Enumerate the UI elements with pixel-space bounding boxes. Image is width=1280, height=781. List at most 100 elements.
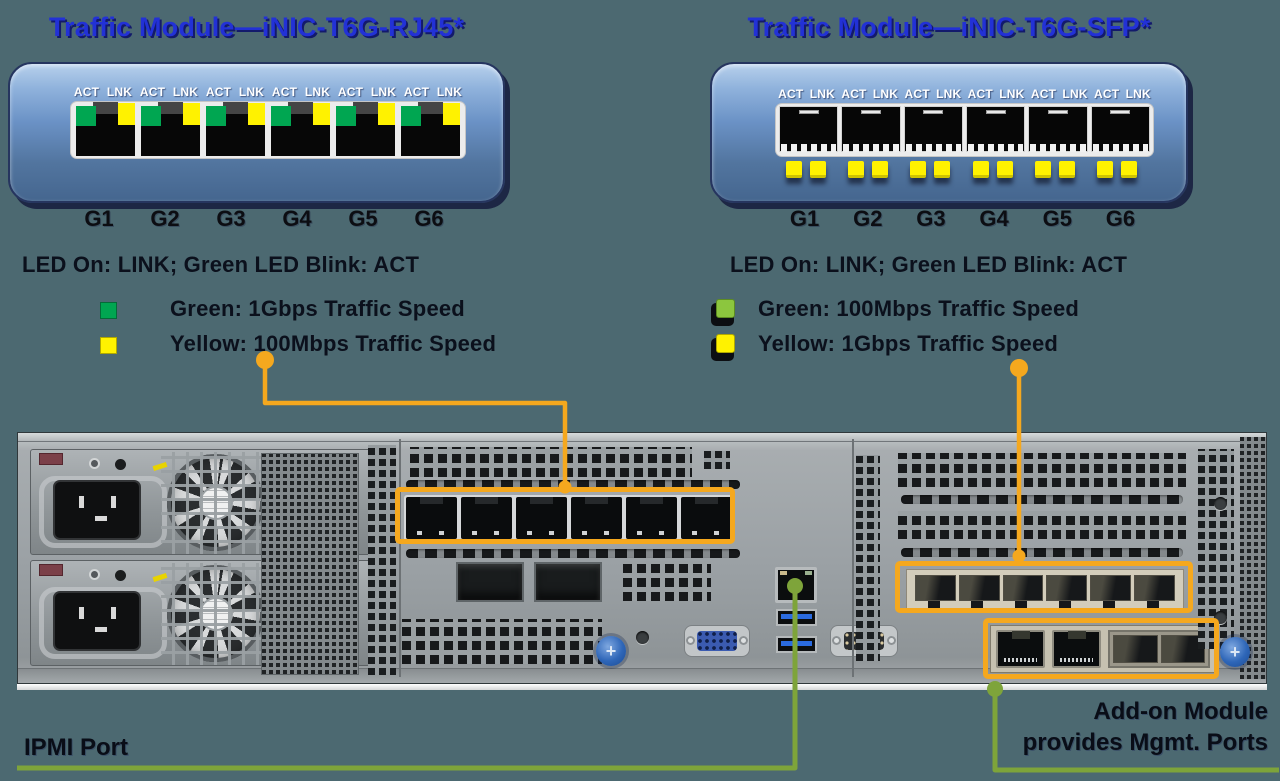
port-name-g2: G2 [150,206,180,231]
photo-sfp-slot [1134,575,1175,608]
led-label-lnk: LNK [172,85,199,99]
led-label-lnk: LNK [872,87,899,101]
slot-vent-row [406,480,740,489]
led-label-pair: ACT LNK [838,87,901,101]
right-module-port-g2 [841,106,901,178]
photo-sfp-slot [958,575,1000,608]
led-label-act: ACT [1094,87,1120,101]
green-act-led [206,106,227,126]
right-module-title: Traffic Module—iNIC-T6G-SFP* [747,12,1151,42]
left-legend-green-text: Green: 1Gbps Traffic Speed [170,296,465,321]
led-label-lnk: LNK [304,85,331,99]
screw-hole [636,631,649,644]
mgmt-sfp-slot [1113,635,1158,663]
yellow-led-tab [972,161,989,178]
port-name-g1: G1 [789,206,820,231]
usb-port-2 [776,636,817,653]
right-module-port-g4 [965,106,1026,178]
led-label-act: ACT [73,85,100,99]
right-module-port-g5 [1028,106,1088,178]
addon-module-label-line2: provides Mgmt. Ports [1022,729,1268,756]
qsfp-cage-pair [456,562,602,602]
sfp-connector-teeth [781,144,837,152]
left-module-port-g2 [141,102,200,156]
yellow-led-tab-swatch [716,334,735,353]
rj45-latch-tab [157,102,184,114]
right-module-port-g1 [779,106,839,178]
traffic-rj45-port-row [404,495,734,541]
left-led-note: LED On: LINK; Green LED Blink: ACT [22,252,420,277]
yellow-lnk-led [312,103,330,125]
led-label-act: ACT [403,85,430,99]
ipmi-port-label: IPMI Port [24,734,129,761]
photo-rj45-port [626,497,677,539]
sfp-connector-teeth [1092,144,1148,152]
sfp-connector-teeth [1030,144,1086,152]
right-legend-green-text: Green: 100Mbps Traffic Speed [758,296,1080,321]
photo-rj45-port [571,497,622,539]
yellow-led-tab [1059,161,1076,178]
photo-sfp-slot [1090,575,1132,608]
mgmt-rj45-port-2 [1052,630,1101,668]
led-label-lnk: LNK [1125,87,1151,101]
traffic-sfp-port-row [906,569,1184,611]
psu-fan-plate [161,563,271,665]
yellow-led-tab [785,161,802,178]
yellow-led-tab [910,161,927,178]
vent-block-right [898,511,1186,539]
sfp-port-tray [775,103,1154,178]
sfp-callout-anchor-dot [1010,359,1028,377]
port-name-g1: G1 [84,206,114,231]
yellow-lnk-led [182,103,200,125]
psu-latch [39,453,63,465]
mgmt-ports-highlight-box [983,618,1219,679]
green-led-swatch [100,302,117,319]
mgmt-sfp-cage [1108,630,1210,668]
left-module-port-g1 [76,102,135,156]
green-act-led [401,106,422,126]
sfp-top-slot [985,110,1006,114]
vent-block-mid [623,561,711,601]
led-label-act: ACT [1030,87,1057,101]
led-label-act: ACT [841,87,867,101]
screw-hole [1214,497,1227,510]
photo-sfp-slot [1046,575,1088,608]
yellow-led-tab [848,161,865,178]
rj45-latch-tab [222,102,249,114]
vent-block-top [410,447,692,477]
port-name-g4: G4 [282,206,312,231]
led-label-lnk: LNK [999,87,1025,101]
photo-sfp-slot [1002,575,1044,608]
photo-rj45-port [406,497,457,539]
sfp-top-slot [1047,110,1068,114]
chassis-right-edge-vents [1240,437,1266,679]
sfp-top-slot [923,110,944,114]
sfp-connector-teeth [967,144,1024,152]
psu-led-hole [89,458,100,469]
right-bracket-vents [1198,449,1234,649]
yellow-led-tab [1035,161,1052,178]
qsfp-port [534,562,602,602]
psu-fan-grille [161,452,271,554]
sfp-top-slot [1110,110,1131,114]
psu-fan-plate [161,452,271,554]
left-legend-yellow-text: Yellow: 100Mbps Traffic Speed [170,331,497,356]
sfp-connector-teeth [843,144,899,152]
green-act-led [336,106,357,126]
sfp-ports-highlight-box [895,561,1193,613]
vent-block-top-right [898,453,1186,487]
left-module-port-g5 [336,102,395,156]
photo-rj45-port [516,497,567,539]
led-label-lnk: LNK [1062,87,1088,101]
mgmt-port-module [990,625,1216,673]
vent-hole-column [368,445,396,675]
led-label-act: ACT [904,87,930,101]
psu-button-hole [115,459,126,470]
